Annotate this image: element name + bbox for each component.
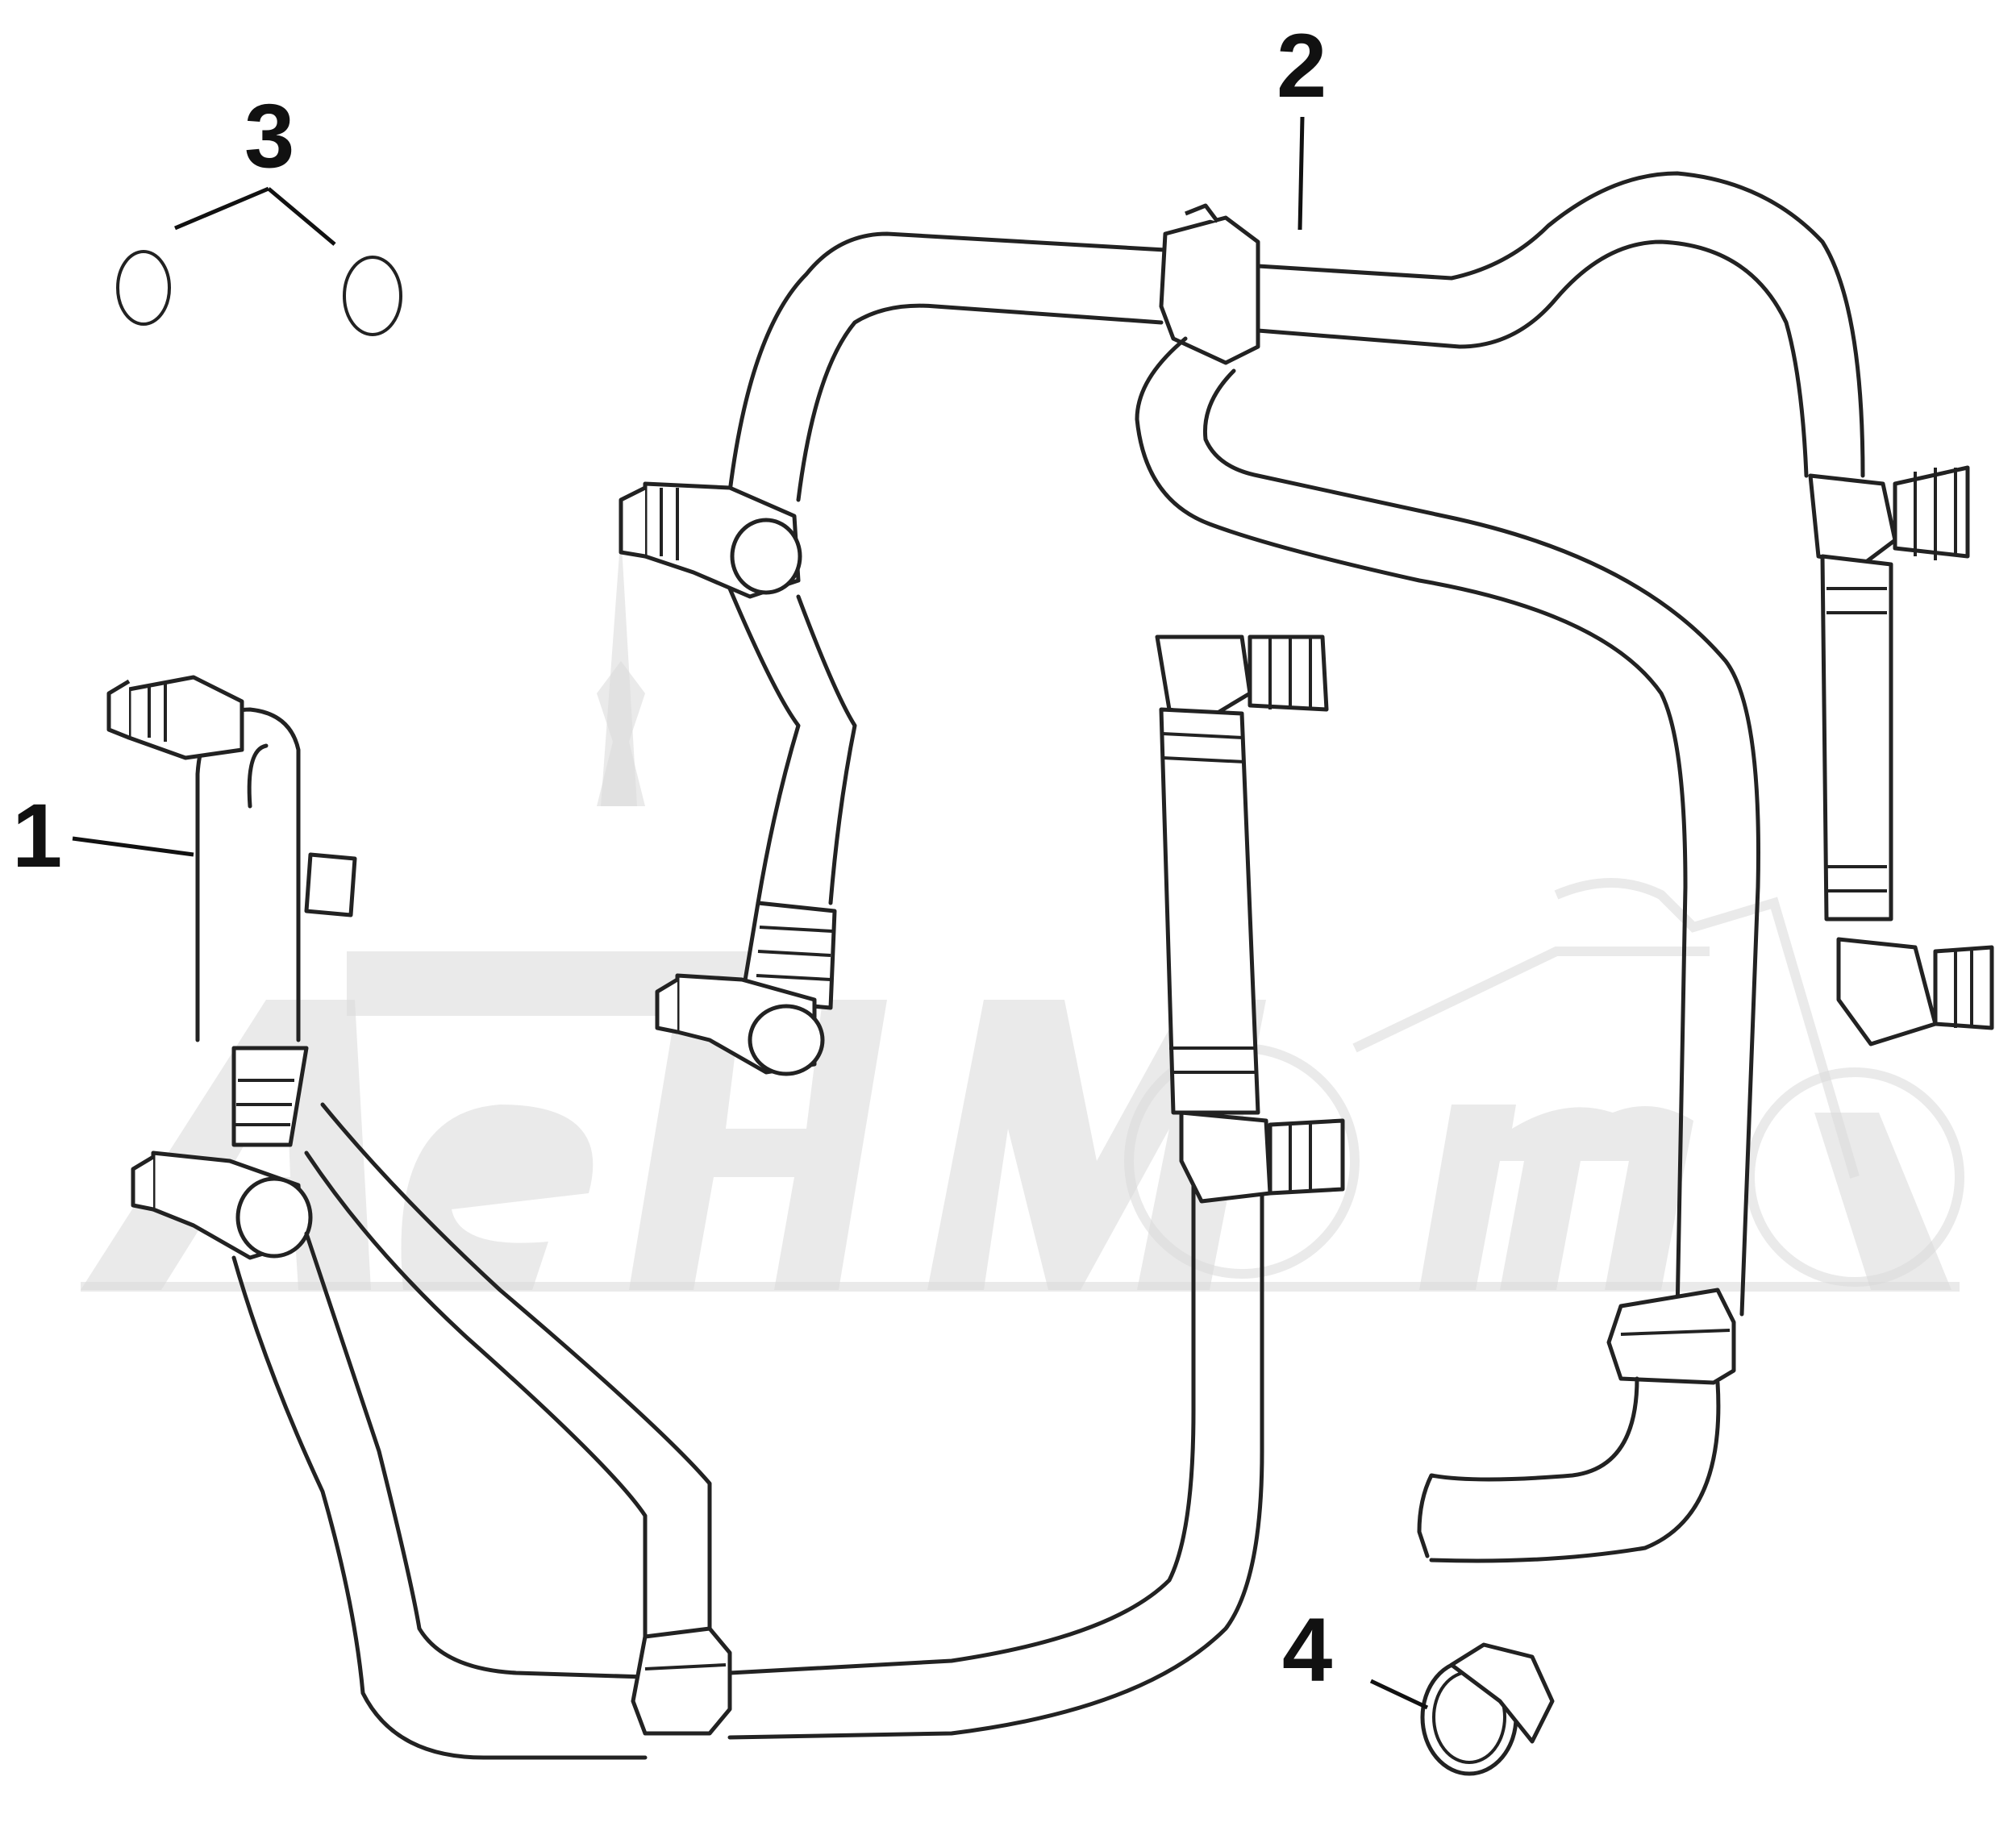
callout-2: 2 xyxy=(1277,15,1327,116)
callout-3: 3 xyxy=(244,85,294,186)
callout-1: 1 xyxy=(12,785,62,886)
part-2-hose-assembly xyxy=(619,171,1994,1563)
part-3-orings xyxy=(116,186,402,336)
part-4-hose-clamp xyxy=(1369,1642,1555,1776)
callout-4: 4 xyxy=(1282,1600,1332,1700)
part-1-hose-assembly xyxy=(106,675,1264,1760)
leader-1 xyxy=(72,836,194,857)
leader-2 xyxy=(1297,116,1305,231)
watermark-logo xyxy=(81,532,1964,1292)
